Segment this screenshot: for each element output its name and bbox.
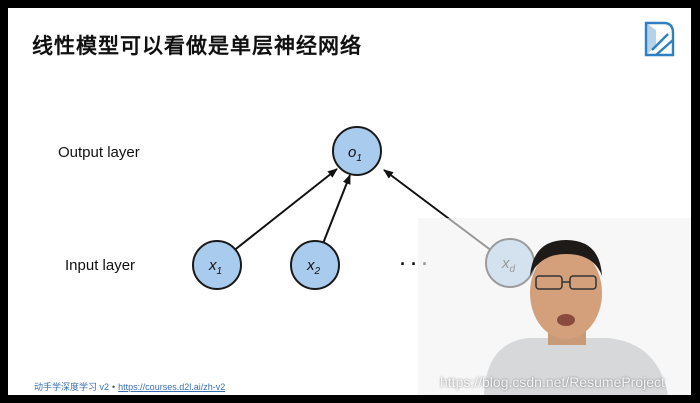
node-x2-base: x	[306, 257, 315, 274]
svg-text:o1: o1	[348, 144, 362, 164]
node-o1-base: o	[348, 144, 356, 161]
node-x1: x1	[192, 240, 242, 290]
node-x2-sub: 2	[314, 266, 321, 277]
output-layer-label: Output layer	[58, 144, 140, 161]
footer-course: 动手学深度学习 v2	[34, 382, 110, 392]
footer-separator: •	[112, 382, 116, 392]
edge-x1-o1	[231, 168, 338, 253]
footer-url-link[interactable]: https://courses.d2l.ai/zh-v2	[118, 382, 226, 392]
node-o1-sub: 1	[356, 153, 362, 164]
edge-x2-o1	[321, 174, 351, 247]
node-x1-sub: 1	[217, 266, 223, 277]
network-diagram: o1 x1 x2 · · · xd	[192, 126, 535, 290]
svg-text:x2: x2	[306, 257, 321, 277]
node-o1: o1	[332, 126, 382, 176]
watermark: https://blog.csdn.net/ResumeProject	[440, 374, 665, 390]
presenter-video	[418, 218, 691, 395]
input-layer-label: Input layer	[65, 257, 136, 274]
svg-text:x1: x1	[208, 257, 222, 277]
slide: 线性模型可以看做是单层神经网络 Output layer Input layer…	[8, 8, 691, 395]
d2l-logo-icon	[644, 21, 675, 57]
footer: 动手学深度学习 v2•https://courses.d2l.ai/zh-v2	[34, 380, 225, 393]
node-x2: x2	[290, 240, 340, 290]
slide-title: 线性模型可以看做是单层神经网络	[32, 34, 362, 58]
node-x1-base: x	[208, 257, 217, 274]
